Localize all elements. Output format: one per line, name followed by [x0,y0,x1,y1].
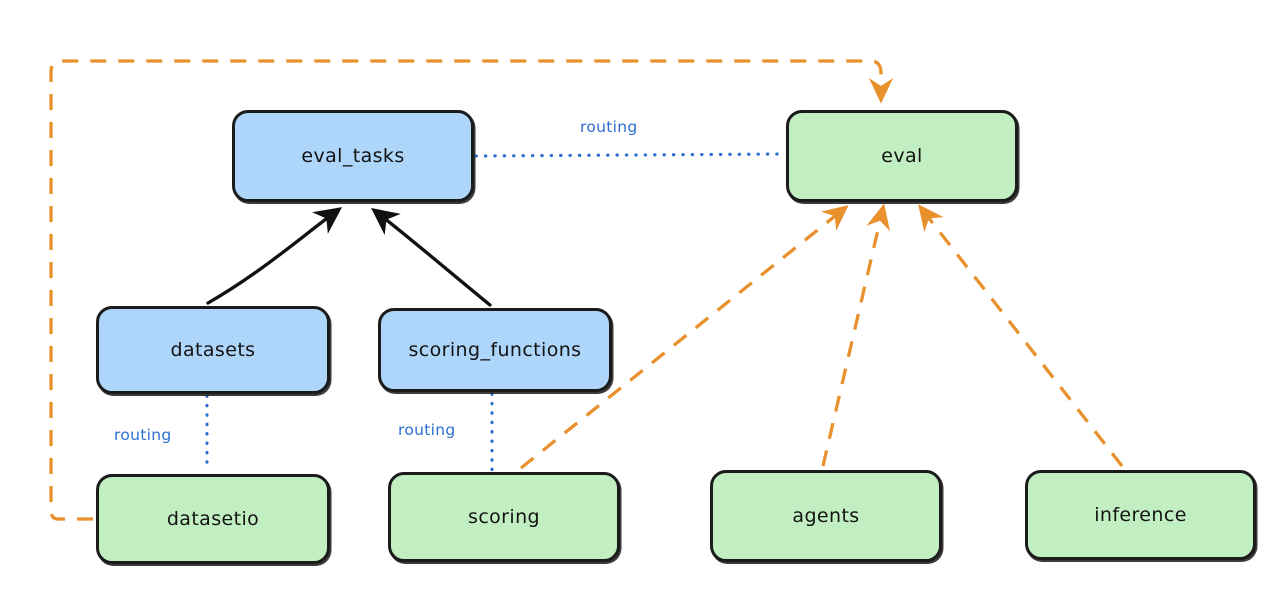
edge-datasets-to-eval-tasks [206,207,343,305]
node-label-eval-tasks: eval_tasks [301,145,405,167]
node-label-scoring: scoring [468,506,540,528]
node-datasetio[interactable]: datasetio [96,474,330,564]
edge-scoring-functions-to-eval-tasks [371,208,492,307]
edge-label-routing-eval-tasks-eval: routing [578,118,640,136]
node-scoring[interactable]: scoring [388,472,620,562]
node-inference[interactable]: inference [1025,470,1256,560]
node-label-agents: agents [792,505,860,527]
node-label-scoring-functions: scoring_functions [408,339,582,361]
node-label-eval: eval [881,145,923,167]
node-label-inference: inference [1094,504,1187,526]
edge-label-routing-datasets-datasetio: routing [112,426,174,444]
edge-inference-to-eval [918,204,1124,468]
node-scoring-functions[interactable]: scoring_functions [378,308,612,392]
node-agents[interactable]: agents [710,470,942,562]
edge-eval-tasks-to-eval [474,152,785,158]
node-eval-tasks[interactable]: eval_tasks [232,110,474,202]
node-label-datasets: datasets [170,339,256,361]
edge-label-routing-scoring-functions-scoring: routing [396,421,458,439]
edge-agents-to-eval [821,203,891,467]
node-label-datasetio: datasetio [166,508,260,530]
node-datasets[interactable]: datasets [96,306,330,394]
node-eval[interactable]: eval [786,110,1018,202]
